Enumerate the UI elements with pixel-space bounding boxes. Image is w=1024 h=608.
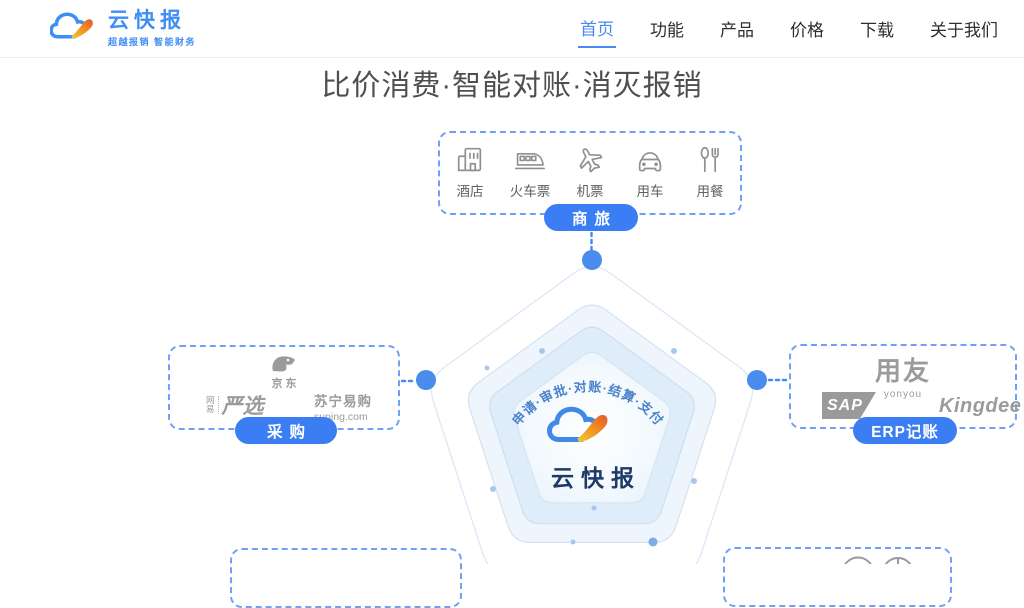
procurement-badge: 采购 (235, 417, 337, 444)
travel-item-hotel: 酒店 (440, 144, 500, 213)
cloud-logo-icon (49, 8, 96, 49)
nav-item-features[interactable]: 功能 (650, 21, 684, 40)
travel-item-train: 火车票 (500, 144, 560, 213)
car-icon (638, 152, 662, 172)
yanxuan-prefix: 网 易 (206, 396, 219, 414)
yonyou-cn: 用友 (874, 356, 931, 386)
nav-item-products[interactable]: 产品 (720, 21, 754, 40)
page-title: 比价消费·智能对账·消灭报销 (321, 70, 703, 102)
center-cloud-logo-icon (546, 406, 608, 443)
bottom-left-box (230, 548, 462, 608)
travel-box: 酒店 火车票 机票 用车 用餐 (438, 131, 742, 215)
suning-cn: 苏宁易购 (314, 394, 372, 409)
bottom-right-box (723, 547, 952, 607)
travel-label: 用餐 (696, 184, 724, 199)
hotel-icon (457, 147, 482, 172)
nav-item-pricing[interactable]: 价格 (790, 21, 824, 40)
nav-item-home[interactable]: 首页 (578, 9, 616, 48)
brand-name: 云快报 (108, 8, 186, 32)
plane-icon (579, 148, 603, 173)
travel-item-car: 用车 (620, 144, 680, 213)
decor-dots (484, 348, 697, 547)
travel-item-flight: 机票 (560, 144, 620, 213)
hub-diagram: 申请·审批·对账·结算·支付 云快报 (400, 231, 912, 564)
brand-logo[interactable]: 云快报 超越报销 智能财务 (49, 8, 197, 49)
sap-logo: SAP (822, 392, 876, 419)
bottom-right-icons (844, 556, 912, 564)
jd-logo: 京东 (271, 378, 300, 390)
invoice-icon (844, 556, 872, 564)
header: 云快报 超越报销 智能财务 首页 功能 产品 价格 下载 关于我们 (0, 0, 1024, 58)
kingdee-logo: Kingdee (939, 395, 1022, 417)
jd-dog-icon (270, 354, 298, 380)
connector-dot-left (416, 370, 436, 390)
connector-dot-top (582, 250, 602, 270)
utensils-icon (700, 146, 719, 173)
brand-tagline: 超越报销 智能财务 (108, 36, 197, 47)
main-nav: 首页 功能 产品 价格 下载 关于我们 (578, 0, 1000, 57)
travel-item-dining: 用餐 (680, 144, 740, 213)
connector-lines (400, 231, 789, 383)
yanxuan-wordmark: 严选 (221, 395, 264, 418)
travel-label: 酒店 (456, 184, 484, 199)
procurement-box: 京东 网 易 严选 苏宁易购 suning.com (168, 345, 400, 430)
train-icon (514, 152, 546, 170)
travel-label: 机票 (576, 184, 604, 199)
erp-badge: ERP记账 (853, 417, 957, 444)
center-brand-name: 云快报 (551, 465, 641, 491)
nav-item-about[interactable]: 关于我们 (930, 21, 998, 40)
yonyou-logo: 用友 yonyou (791, 351, 1015, 400)
connector-dot-right (747, 370, 767, 390)
travel-label: 火车票 (509, 184, 551, 199)
yonyou-en: yonyou (883, 389, 923, 400)
nav-item-download[interactable]: 下载 (860, 21, 894, 40)
travel-label: 用车 (636, 184, 664, 199)
travel-badge: 商旅 (544, 204, 638, 231)
yanxuan-logo: 网 易 严选 (206, 390, 264, 420)
bank-card-icon (884, 557, 912, 564)
